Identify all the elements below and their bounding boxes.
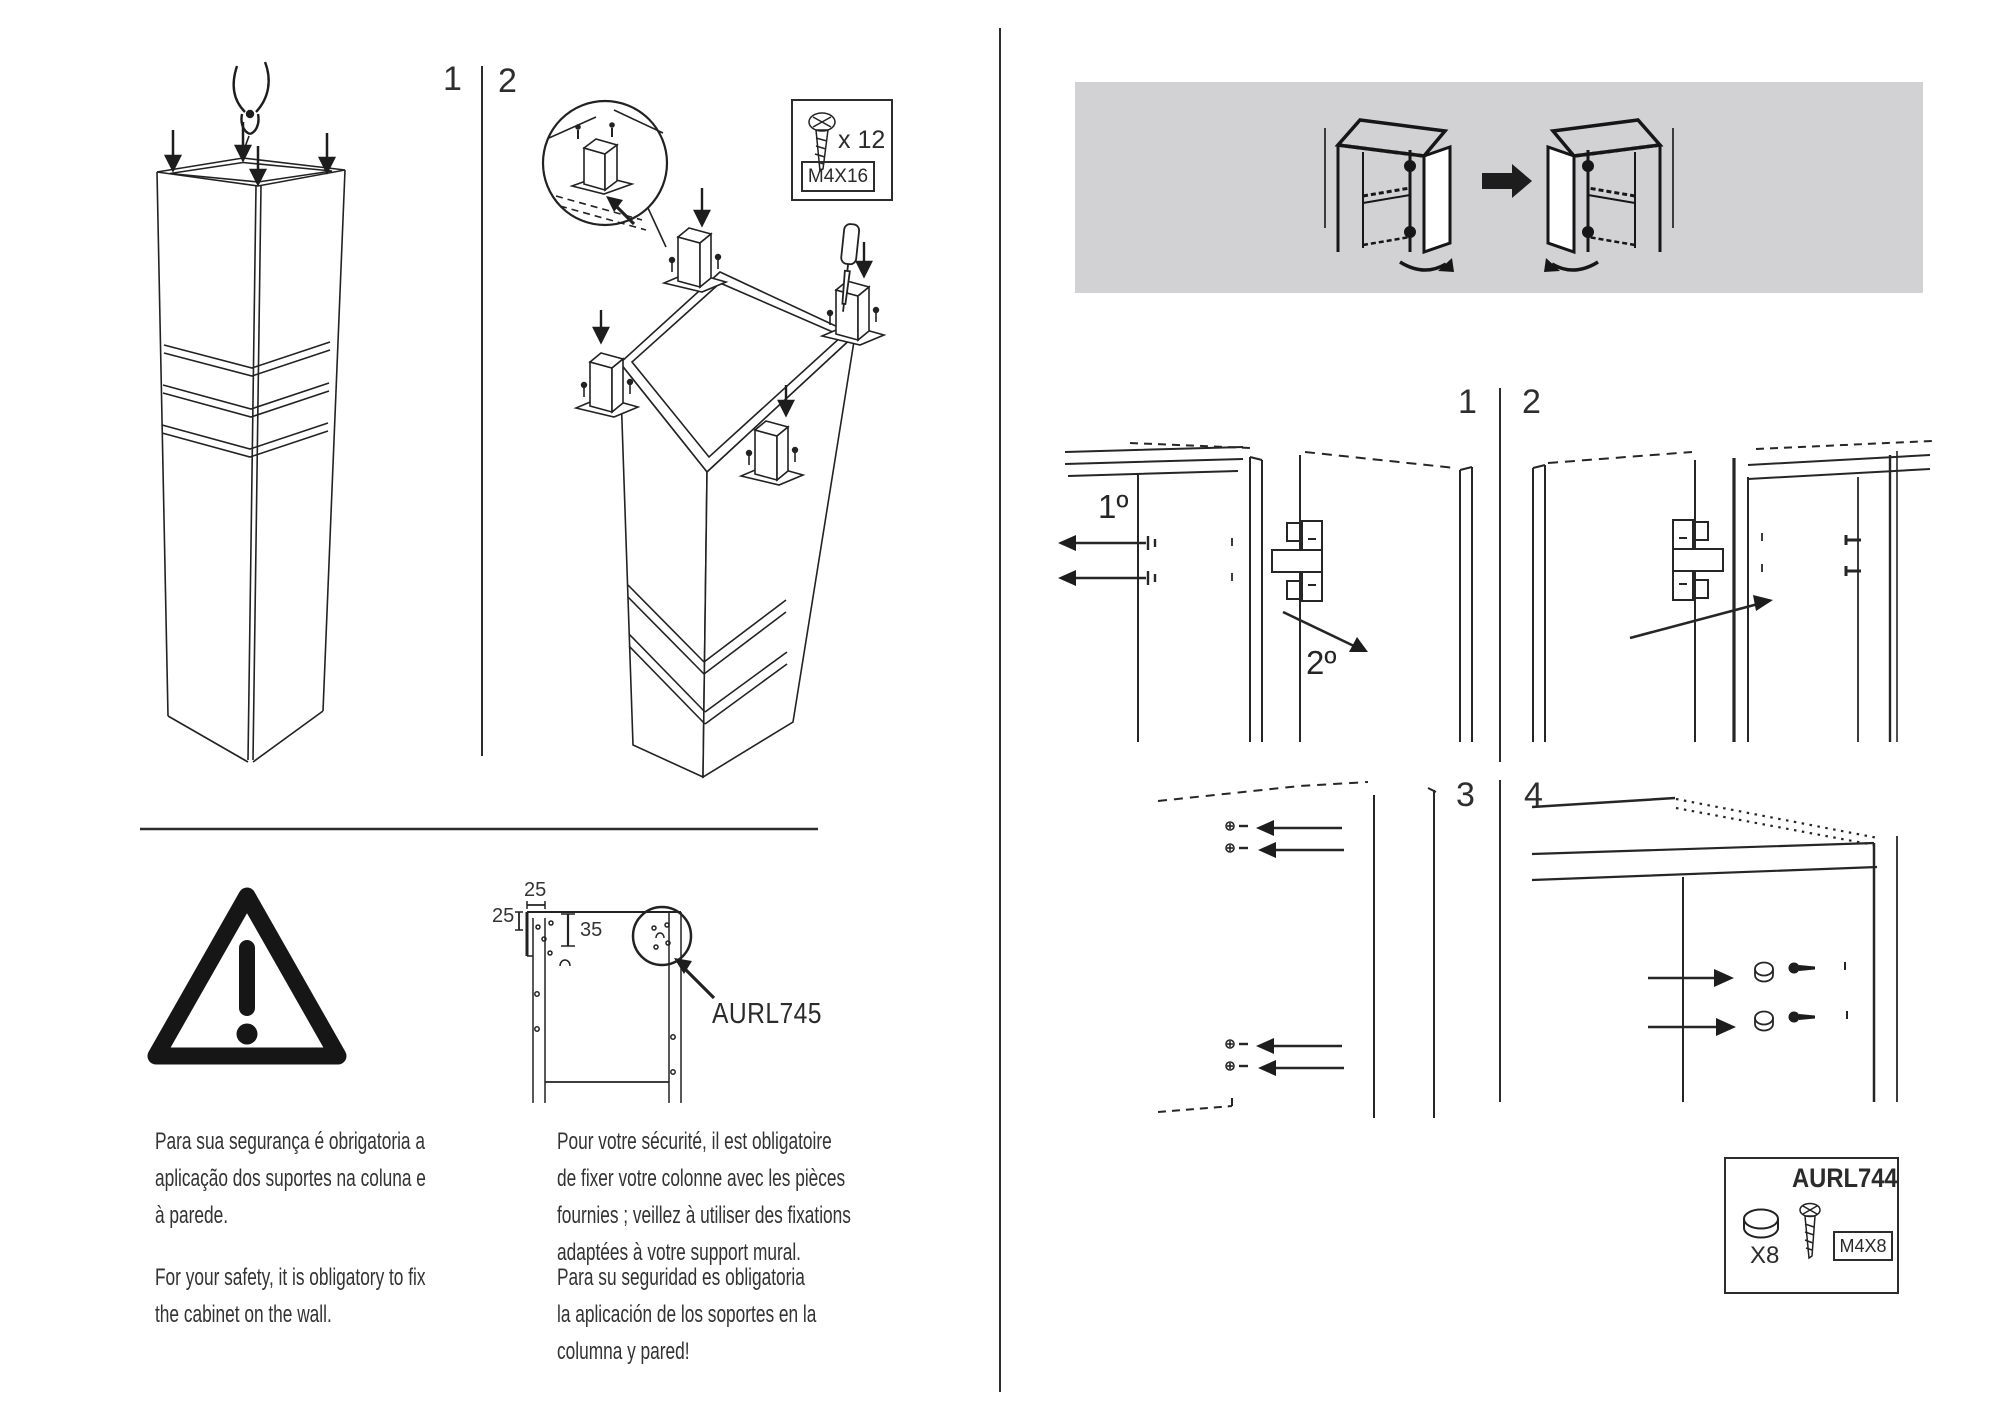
safety-line: For your safety, it is obligatory to fix — [155, 1264, 426, 1291]
hinge-icon — [1271, 520, 1323, 602]
safety-line: columna y pared! — [557, 1338, 690, 1365]
hinge-step1-drawing — [1058, 442, 1473, 742]
hinge-screws-icon — [1224, 1038, 1250, 1072]
right-step-3-number: 3 — [1456, 776, 1475, 814]
hinge-screws-icon — [1224, 820, 1250, 854]
right-step-1-number: 1 — [1458, 383, 1477, 421]
corner-foot — [663, 227, 727, 293]
hinge-step4-drawing — [1531, 796, 1898, 1102]
press-down-arrows — [163, 122, 337, 187]
hinge-step3-drawing — [1157, 781, 1437, 1118]
screw-icon-vertical — [1799, 1202, 1821, 1260]
reversal-arrow-icon — [1482, 164, 1532, 198]
warning-triangle-icon — [147, 887, 347, 1065]
cap-icon — [1754, 961, 1774, 983]
safety-line: adaptées à votre support mural. — [557, 1239, 801, 1266]
screw-quantity: x 12 — [838, 126, 886, 154]
foot-press-arrows — [592, 188, 873, 418]
inverted-cabinet-drawing — [618, 271, 857, 779]
safety-line: Para su seguridad es obligatoria — [557, 1264, 805, 1291]
wall-bracket-diagram — [515, 901, 716, 1103]
right-step-2-number: 2 — [1522, 383, 1541, 421]
safety-line: la aplicación de los soportes en la — [557, 1301, 817, 1328]
fittings-part-code: AURL744 — [1792, 1163, 1898, 1193]
safety-text-fr: Pour votre sécurité, il est obligatoire … — [557, 1130, 851, 1278]
safety-line: de fixer votre colonne avec les pièces — [557, 1165, 846, 1192]
sequence-second-label: 2º — [1306, 644, 1337, 681]
right-step-4-number: 4 — [1524, 776, 1543, 814]
left-step-2-number: 2 — [498, 62, 517, 100]
left-step-1-number: 1 — [443, 60, 462, 98]
screw-icon — [808, 112, 836, 173]
safety-text-en: For your safety, it is obligatory to fix… — [155, 1266, 426, 1340]
dimension-top: 25 — [524, 879, 547, 901]
screwdriver-icon — [840, 223, 861, 312]
dimension-offset: 35 — [580, 919, 603, 941]
screw-size-badge: M4X16 — [801, 161, 875, 192]
safety-line: the cabinet on the wall. — [155, 1301, 332, 1328]
fitting-screw-size-badge: M4X8 — [1833, 1231, 1893, 1261]
screw-pack-box — [791, 99, 893, 201]
cap-icon-large — [1743, 1208, 1779, 1239]
corner-detail-callout — [541, 99, 669, 248]
hinge-icon — [1672, 519, 1724, 601]
hinge-step2-drawing — [1532, 440, 1933, 742]
corner-foot — [821, 280, 885, 346]
cap-icon — [1754, 1010, 1774, 1032]
safety-line: Pour votre sécurité, il est obligatoire — [557, 1128, 832, 1155]
safety-line: Para sua segurança é obrigatoria a — [155, 1128, 425, 1155]
bracket-part-code: AURL745 — [712, 998, 822, 1030]
pliers-icon — [232, 61, 270, 148]
safety-text-pt: Para sua segurança é obrigatoria a aplic… — [155, 1130, 426, 1241]
fittings-box — [1724, 1157, 1899, 1294]
safety-line: fournies ; veillez à utiliser des fixati… — [557, 1202, 851, 1229]
screw-icon — [1788, 962, 1815, 974]
screw-icon — [1788, 1011, 1815, 1023]
dimension-side: 25 — [492, 905, 515, 927]
safety-line: aplicação dos suportes na coluna e — [155, 1165, 426, 1192]
cap-quantity: X8 — [1750, 1242, 1780, 1269]
tall-cabinet-drawing — [156, 157, 346, 763]
safety-text-es: Para su seguridad es obligatoria la apli… — [557, 1266, 816, 1377]
safety-line: à parede. — [155, 1202, 229, 1229]
sequence-first-label: 1º — [1098, 488, 1129, 525]
